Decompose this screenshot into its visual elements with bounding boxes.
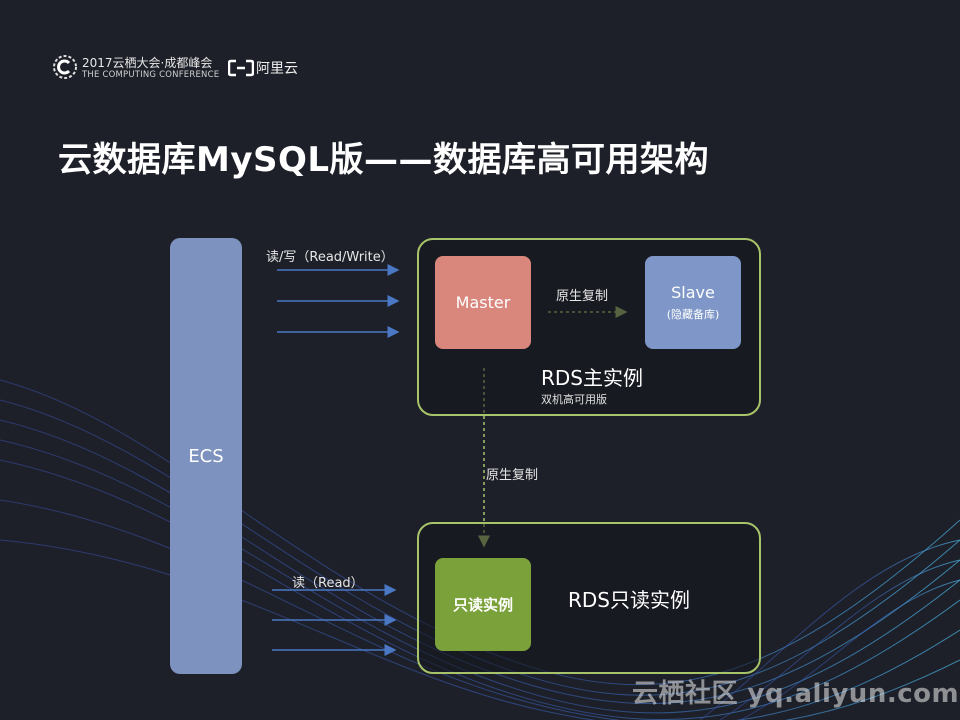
ecs-label: ECS xyxy=(188,445,224,467)
read-write-arrows xyxy=(277,264,400,338)
readonly-node: 只读实例 xyxy=(435,558,531,651)
rds-main-instance-subtitle: 双机高可用版 xyxy=(541,393,607,406)
read-label: 读（Read） xyxy=(292,576,364,591)
master-node: Master xyxy=(435,256,531,349)
rds-readonly-instance-title: RDS只读实例 xyxy=(568,588,690,612)
slave-node: Slave (隐藏备库) xyxy=(645,256,741,349)
replication-label-top: 原生复制 xyxy=(556,289,609,304)
brand-name: 阿里云 xyxy=(256,61,298,77)
read-arrows xyxy=(272,584,397,656)
readonly-node-label: 只读实例 xyxy=(452,596,513,614)
conference-logo-icon xyxy=(53,55,77,79)
read-write-label: 读/写（Read/Write） xyxy=(266,250,394,265)
page-title: 云数据库MySQL版——数据库高可用架构 xyxy=(58,140,710,180)
aliyun-logo-icon xyxy=(228,59,254,77)
ecs-node: ECS xyxy=(170,238,242,674)
watermark: 云栖社区 yq.aliyun.com xyxy=(632,679,960,709)
slave-sublabel: (隐藏备库) xyxy=(666,308,720,321)
master-label: Master xyxy=(455,293,511,312)
replication-label-middle: 原生复制 xyxy=(486,468,539,483)
conference-subtitle: THE COMPUTING CONFERENCE xyxy=(82,70,220,80)
slave-label: Slave xyxy=(671,283,715,302)
rds-main-instance-title: RDS主实例 xyxy=(541,366,643,390)
conference-name: 2017云栖大会·成都峰会 xyxy=(82,56,213,70)
